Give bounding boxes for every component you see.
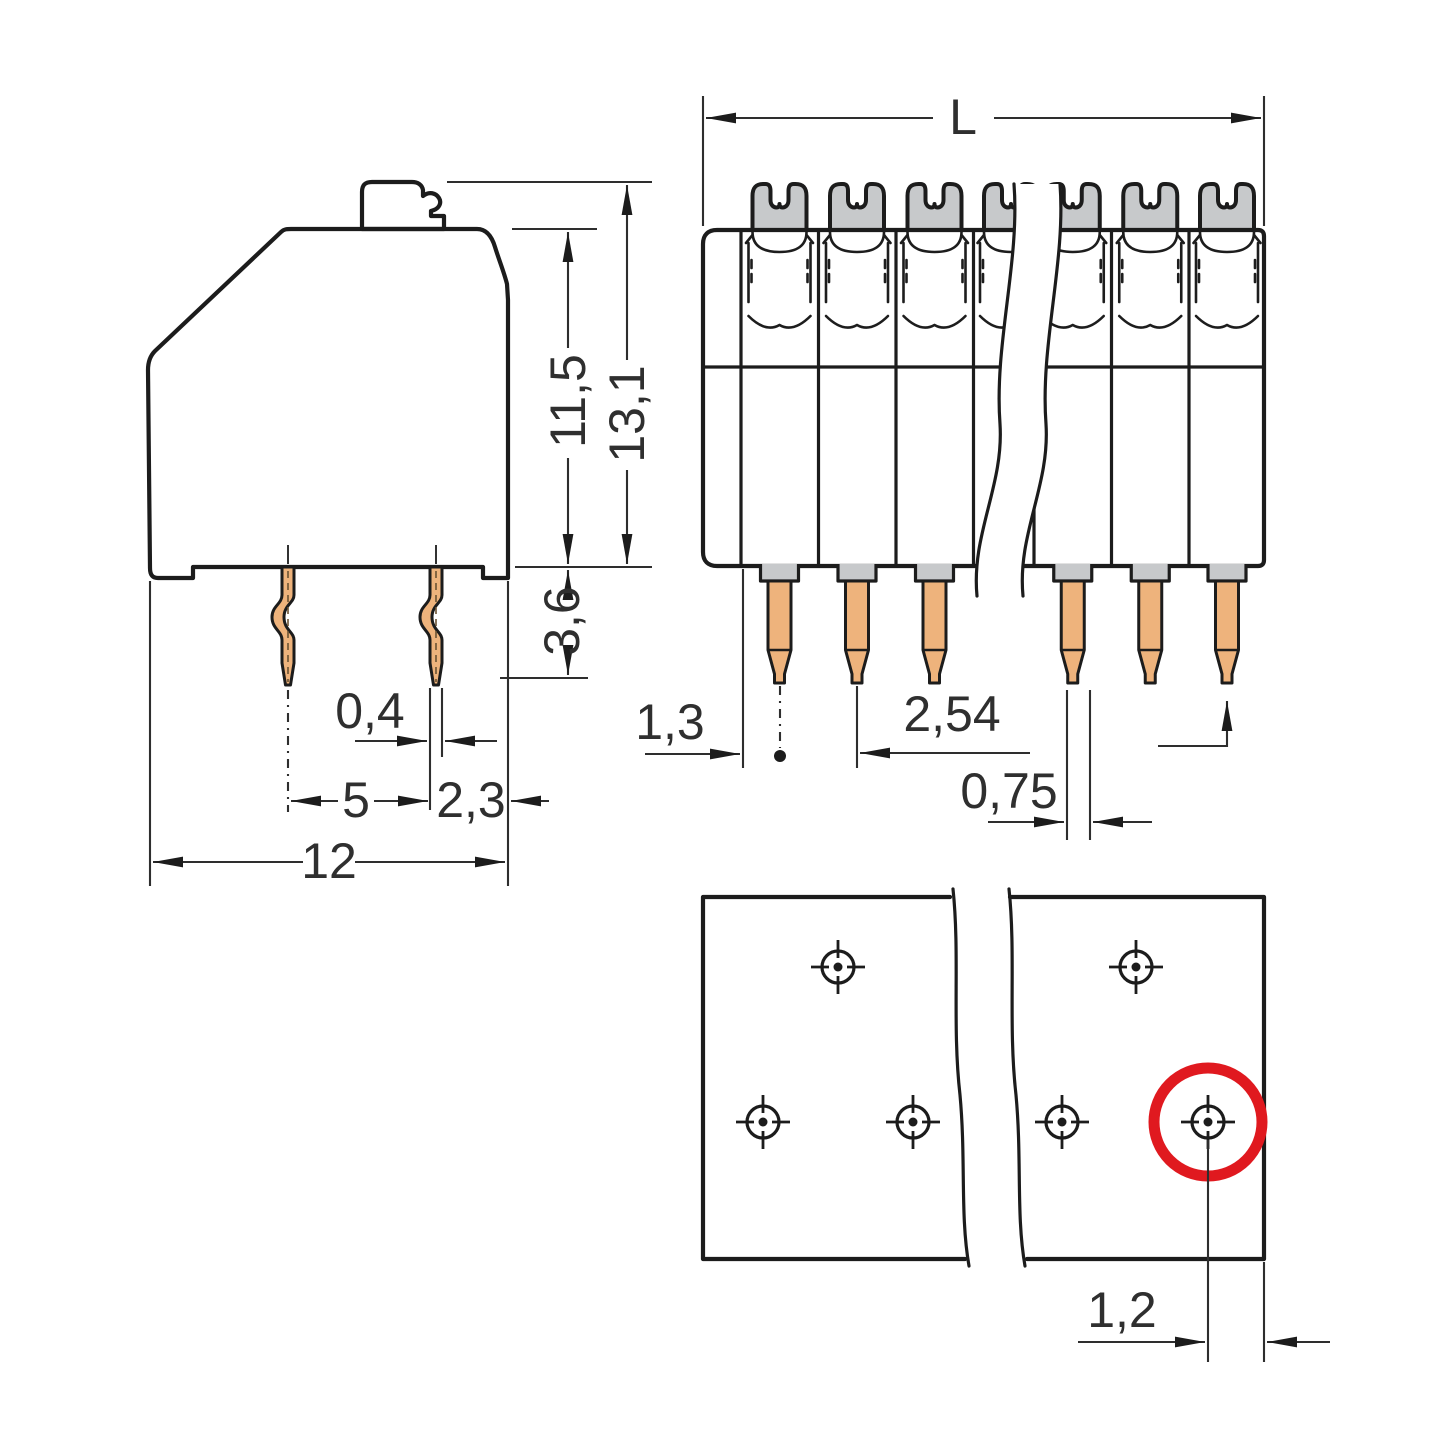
solder-pin-front [913,562,956,685]
side-lever-tab [359,179,447,232]
reference-dot [774,750,786,762]
push-button [905,182,964,232]
push-button [1121,182,1180,232]
break-lines-front [974,182,1063,598]
pcb-plan-view: 1,2 [700,887,1330,1362]
dim-depth-label: 12 [301,833,357,889]
push-button [750,182,809,232]
solder-pin-front [1052,562,1094,685]
pin-tip-leader-arrow [1158,701,1233,748]
dim-pin-width-label: 0,75 [960,763,1057,819]
dim-pin-pitch-label: 2,54 [903,686,1000,742]
drill-hole-icon [734,1093,792,1151]
dim-housing-height-label: 11,5 [540,354,596,448]
push-button [1198,182,1256,232]
pcb-dimensions: 1,2 [1078,1140,1330,1362]
drill-hole-icon [884,1093,942,1151]
side-housing [145,226,511,581]
push-button [828,182,886,232]
front-housing [700,227,1267,569]
dim-first-pole-offset-label: 1,3 [635,694,705,750]
break-lines-pcb [951,887,1027,1268]
drill-hole-icon [1033,1093,1091,1151]
side-view-dimensions: 11,5 13,1 3,6 0,4 5 2,3 12 [148,180,655,889]
drill-hole-icon [809,938,867,996]
clamp-detail [744,230,815,329]
dim-hole-edge-label: 1,2 [1087,1282,1157,1338]
solder-pin-front [1129,562,1171,685]
clamp-detail [899,230,970,329]
pcb-outline-right [1007,894,1267,1262]
dim-pin-spacing-label: 5 [342,772,370,828]
solder-pin-front [758,562,801,685]
drill-hole-icon [1107,938,1165,996]
front-view-dimensions: L 1,3 2,54 0,75 [635,89,1266,840]
solder-pin-front [1206,562,1248,685]
dim-pin-to-edge-label: 2,3 [436,772,506,828]
dim-overall-length-label: L [949,89,977,145]
front-view: L 1,3 2,54 0,75 [635,89,1267,840]
clamp-detail [1115,230,1186,329]
clamp-detail [1192,230,1262,329]
dim-pin-thickness-label: 0,4 [335,683,405,739]
dim-pin-length-label: 3,6 [534,586,590,656]
pcb-outline-left [700,894,968,1262]
solder-pin-front [836,562,878,685]
dim-total-height-label: 13,1 [599,365,655,462]
clamp-detail [822,230,892,329]
side-view: 11,5 13,1 3,6 0,4 5 2,3 12 [145,179,655,889]
